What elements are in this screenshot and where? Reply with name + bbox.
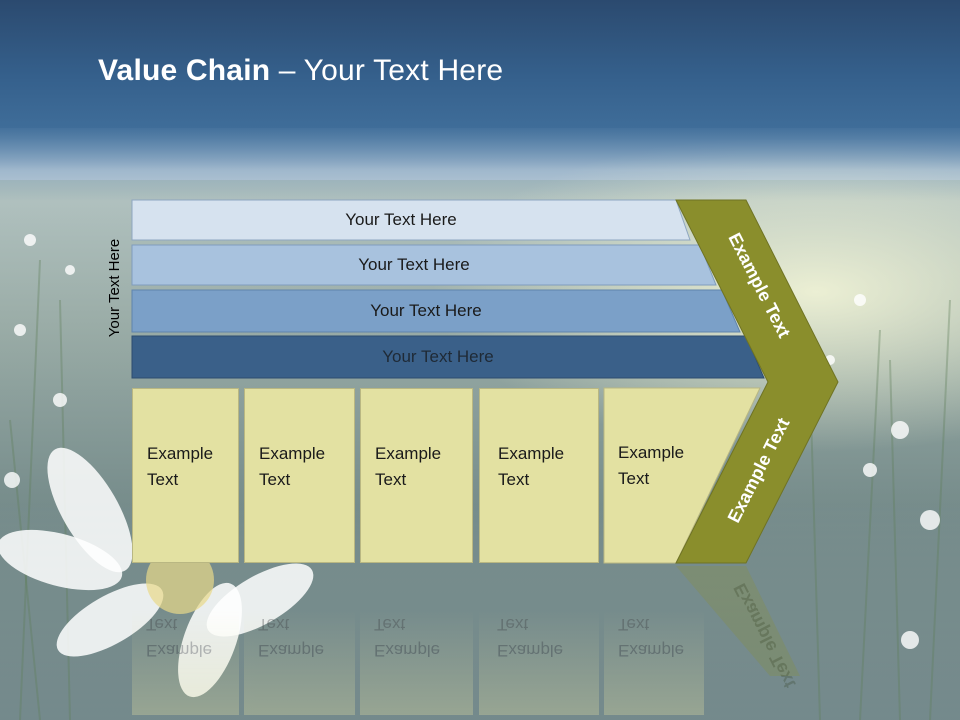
slide-title: Value Chain – Your Text Here: [98, 54, 503, 88]
bar-1-label: Your Text Here: [345, 210, 457, 229]
title-bold-part: Value Chain: [98, 54, 271, 87]
column-1-line2: Text: [147, 470, 179, 489]
header-band: [0, 0, 960, 128]
column-1-line1: Example: [147, 444, 214, 463]
column-4: Example Text: [479, 388, 599, 563]
column-2-text: Example Text: [259, 441, 325, 493]
bar-4-label: Your Text Here: [382, 347, 494, 366]
bar-2: Your Text Here: [132, 245, 716, 285]
bar-2-label: Your Text Here: [358, 255, 470, 274]
column-3-line1: Example: [375, 444, 442, 463]
bar-1: Your Text Here: [132, 200, 690, 240]
header-fade: [0, 128, 960, 198]
chevron-arrow: [675, 199, 839, 564]
column-5-text: Example Text: [618, 440, 684, 492]
column-4-line1: Example: [498, 444, 565, 463]
bar-3: Your Text Here: [132, 291, 740, 331]
column-2-line1: Example: [259, 444, 326, 463]
column-1-text: Example Text: [147, 441, 213, 493]
column-3: Example Text: [360, 388, 473, 563]
bar-3-label: Your Text Here: [370, 301, 482, 320]
column-1: Example Text: [132, 388, 239, 563]
column-3-text: Example Text: [375, 441, 441, 493]
column-4-text: Example Text: [498, 441, 564, 493]
column-2-line2: Text: [259, 470, 291, 489]
bar-3-shape: [131, 289, 741, 333]
bar-4-shape: [131, 335, 765, 379]
column-3-line2: Text: [375, 470, 407, 489]
column-2: Example Text: [244, 388, 355, 563]
chevron-reflection: [676, 566, 800, 676]
bar-1-shape: [131, 199, 691, 241]
title-rest-part: – Your Text Here: [270, 54, 504, 87]
column-4-line2: Text: [498, 470, 530, 489]
bar-4: Your Text Here: [132, 337, 764, 377]
column-5-line1: Example: [618, 443, 685, 462]
column-5-line2: Text: [618, 469, 650, 488]
bar-2-shape: [131, 244, 717, 286]
